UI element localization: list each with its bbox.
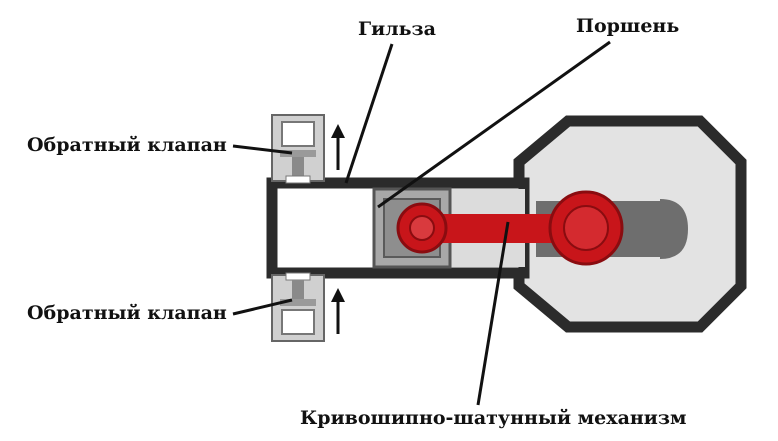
- leader-crank: [476, 221, 510, 406]
- crankshaft-end: [660, 199, 688, 259]
- arrow-up-icon: [331, 288, 345, 334]
- check-valve-bottom: [271, 272, 325, 342]
- label-crank-mechanism: Кривошипно-шатунный механизм: [300, 407, 687, 429]
- check-valve-top: [271, 114, 325, 184]
- connecting-rod: [422, 214, 586, 243]
- leader-valve-top: [232, 144, 293, 155]
- label-check-valve-top: Обратный клапан: [27, 134, 227, 156]
- label-piston: Поршень: [576, 15, 680, 37]
- piston-pin-hole: [409, 215, 435, 241]
- leader-sleeve: [344, 43, 394, 184]
- arrow-up-icon: [331, 124, 345, 170]
- crank-disc-inner: [563, 205, 609, 251]
- label-check-valve-bottom: Обратный клапан: [27, 302, 227, 324]
- leader-valve-bottom: [232, 298, 293, 316]
- leader-piston: [377, 40, 611, 209]
- label-sleeve: Гильза: [358, 18, 436, 40]
